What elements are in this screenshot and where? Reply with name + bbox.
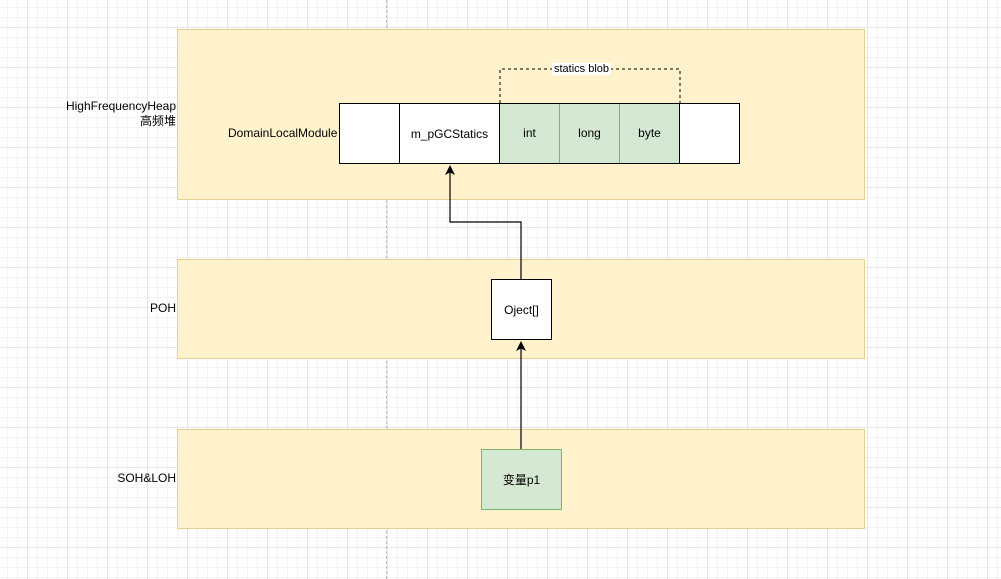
statics-blob-cells [499,103,680,164]
statics-blob-bracket [499,68,681,103]
static-cell-divider [559,104,560,163]
high-frequency-heap-label: HighFrequencyHeap 高频堆 [50,99,176,129]
gc-statics-cell[interactable]: m_pGCStatics [399,103,500,164]
module-cell-empty-first[interactable] [339,103,400,164]
static-field-byte[interactable]: byte [638,126,661,140]
variable-p1-box[interactable]: 变量p1 [481,449,562,510]
soh-loh-label: SOH&LOH [117,471,176,485]
static-field-long[interactable]: long [578,126,601,140]
static-cell-divider [619,104,620,163]
high-frequency-heap-label-line1: HighFrequencyHeap [65,99,176,113]
static-field-int[interactable]: int [523,126,536,140]
poh-label: POH [149,301,176,315]
object-array-box[interactable]: Oject[] [491,279,552,340]
module-cell-empty-last[interactable] [679,103,740,164]
arrow-object-array-to-gc-statics [445,165,522,279]
domain-local-module-label: DomainLocalModule [228,126,338,140]
high-frequency-heap-label-line2: 高频堆 [139,114,176,128]
statics-blob-label: statics blob [552,63,612,75]
